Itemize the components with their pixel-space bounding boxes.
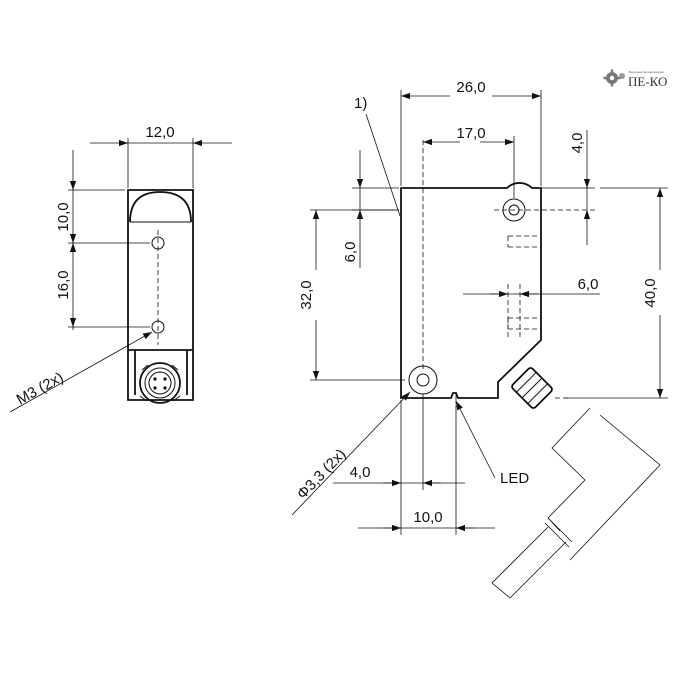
company-logo: Вершина Автоматизации ПЕ-КО [603, 69, 667, 89]
front-inner-width-dim: 17,0 [456, 125, 485, 142]
side-view-hole-lower [151, 320, 165, 334]
front-top-hole-offset-dim: 4,0 [569, 133, 586, 154]
front-hole-spacing-dim: 32,0 [298, 280, 315, 309]
front-bottom-offset-dim: 4,0 [350, 464, 371, 481]
front-indicator-slots [507, 235, 541, 340]
front-bottom-hole [416, 373, 430, 387]
front-cable-plug [491, 397, 661, 599]
front-width-dim: 26,0 [456, 79, 485, 96]
front-bottom-hole-outer [408, 365, 438, 395]
front-view-body [400, 182, 542, 399]
side-width-dim: 12,0 [145, 124, 174, 141]
front-slot-width-dim: 6,0 [578, 276, 599, 293]
side-thread-label: M3 (2x) [14, 369, 67, 409]
side-view: 12,0 10,0 16,0 M3 (2x) [9, 124, 232, 413]
logo-text: ПЕ-КО [628, 74, 667, 89]
front-height-dim: 40,0 [642, 278, 659, 307]
side-hole-spacing-dim: 16,0 [55, 270, 72, 299]
front-top-step-dim: 6,0 [342, 242, 359, 263]
gear-icon [603, 69, 625, 87]
note-marker: 1) [354, 95, 367, 112]
side-view-connector-plug [139, 362, 181, 404]
side-view-body [127, 189, 194, 401]
side-view-cap [129, 191, 192, 223]
side-view-connector-housing [128, 349, 193, 395]
front-bottom-width-dim: 10,0 [413, 509, 442, 526]
front-connector [511, 367, 553, 409]
front-hole-diameter-label: Φ3,3 (2x) [294, 446, 350, 503]
front-view: 26,0 17,0 4,0 40,0 32,0 6,0 [291, 79, 668, 599]
logo-tagline: Вершина Автоматизации [629, 70, 664, 74]
side-view-hole-upper [151, 236, 165, 250]
led-label: LED [500, 470, 529, 487]
side-top-offset-dim: 10,0 [55, 202, 72, 231]
